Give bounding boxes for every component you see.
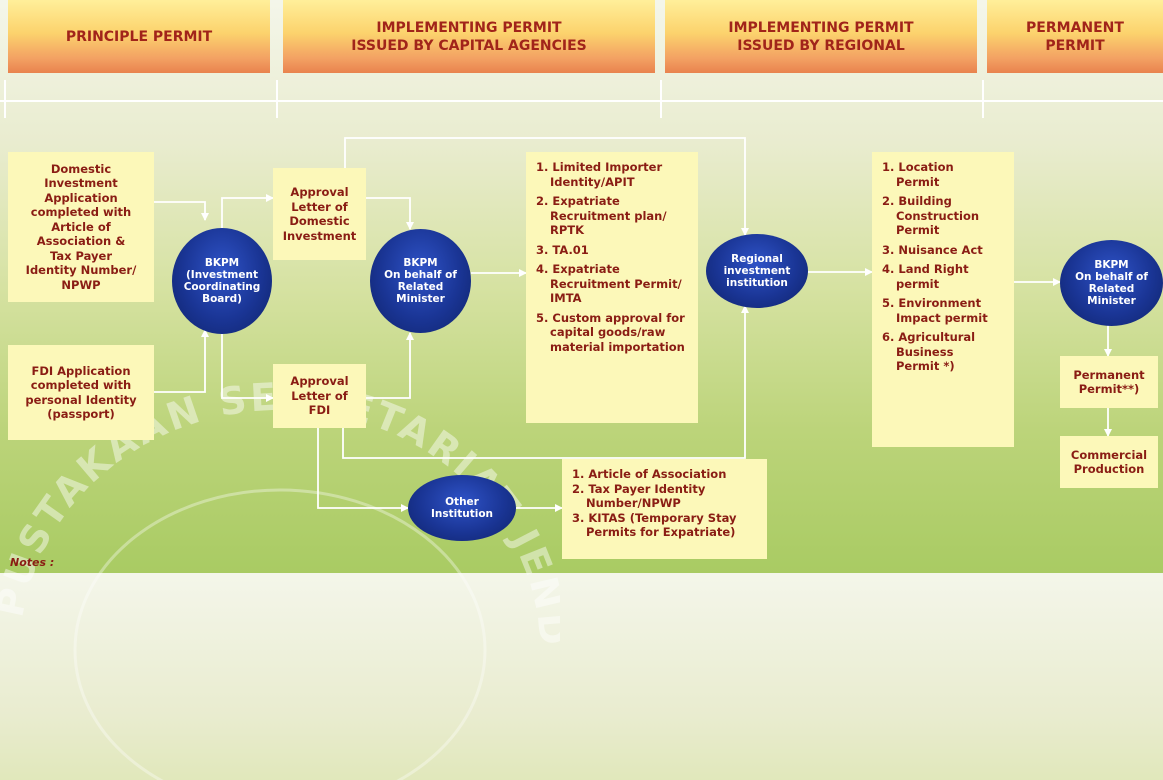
- list-item: 2. Building Construction Permit: [882, 194, 980, 237]
- fdi-application-box: FDI Application completed with personal …: [8, 345, 154, 440]
- commercial-production-box: Commercial Production: [1060, 436, 1158, 488]
- list-item: 5. Custom approval for capital goods/raw…: [536, 310, 685, 354]
- header-capital-agencies: IMPLEMENTING PERMIT ISSUED BY CAPITAL AG…: [283, 0, 655, 73]
- header-regional: IMPLEMENTING PERMIT ISSUED BY REGIONAL: [665, 0, 977, 73]
- list-item: 2. Tax Payer Identity Number/NPWP: [572, 481, 706, 511]
- list-item: 1. Location Permit: [882, 160, 954, 189]
- flow-connectors: [201, 194, 1112, 512]
- bkpm-investment-board-node: BKPM (Investment Coordinating Board): [172, 228, 272, 334]
- capital-permits-list: 1. Limited Importer Identity/APIT 2. Exp…: [526, 152, 698, 423]
- regional-investment-institution-node: Regional investment institution: [706, 234, 808, 308]
- approval-letter-fdi-box: Approval Letter of FDI: [273, 364, 366, 428]
- approval-letter-domestic-box: Approval Letter of Domestic Investment: [273, 168, 366, 260]
- list-item: 1. Article of Association: [572, 467, 727, 481]
- list-item: 3. Nuisance Act: [882, 242, 983, 257]
- bkpm-related-minister-permanent-node: BKPM On behalf of Related Minister: [1060, 240, 1163, 326]
- list-item: 5. Environment Impact permit: [882, 296, 988, 325]
- column-divider: [4, 80, 6, 118]
- list-item: 3. KITAS (Temporary Stay Permits for Exp…: [572, 510, 737, 540]
- notes-label: Notes :: [10, 556, 55, 569]
- list-item: 1. Limited Importer Identity/APIT: [536, 160, 663, 189]
- other-institution-node: Other Institution: [408, 475, 516, 541]
- regional-permits-list: 1. Location Permit 2. Building Construct…: [872, 152, 1014, 447]
- list-item: 4. Land Right permit: [882, 262, 969, 291]
- other-institution-permits-list: 1. Article of Association 2. Tax Payer I…: [562, 459, 767, 559]
- list-item: 6. Agricultural Business Permit *): [882, 330, 976, 373]
- column-divider: [660, 80, 662, 118]
- column-divider: [982, 80, 984, 118]
- list-item: 2. Expatriate Recruitment plan/ RPTK: [536, 194, 667, 237]
- list-item: 3. TA.01: [536, 242, 589, 257]
- domestic-investment-application-box: Domestic Investment Application complete…: [8, 152, 154, 302]
- header-principle-permit: PRINCIPLE PERMIT: [8, 0, 270, 73]
- bkpm-related-minister-node: BKPM On behalf of Related Minister: [370, 229, 471, 333]
- permanent-permit-box: Permanent Permit**): [1060, 356, 1158, 408]
- header-permanent-permit: PERMANENT PERMIT: [987, 0, 1163, 73]
- column-divider: [276, 80, 278, 118]
- list-item: 4. Expatriate Recruitment Permit/ IMTA: [536, 262, 682, 305]
- header-divider-line: [0, 100, 1163, 102]
